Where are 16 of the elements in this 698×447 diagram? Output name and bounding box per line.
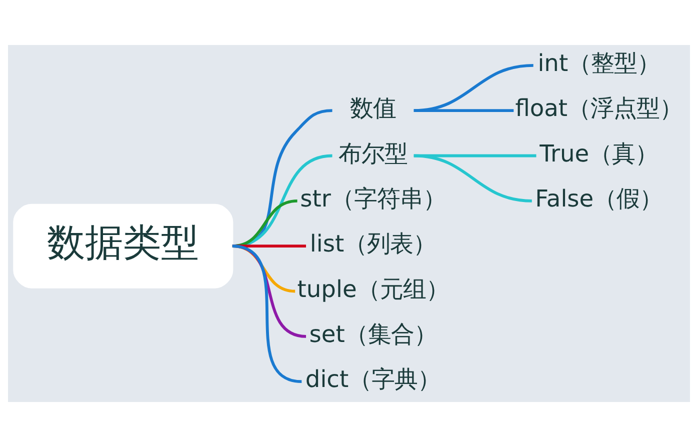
node-text: 数值 xyxy=(350,95,396,122)
connector xyxy=(414,64,534,112)
node-box: 数据类型 xyxy=(13,204,234,288)
node-text: int（整型） xyxy=(538,50,660,77)
node-text: dict（字典） xyxy=(305,366,441,394)
connector xyxy=(232,244,302,384)
node-text: list（列表） xyxy=(310,230,436,258)
node-text: False（假） xyxy=(535,185,663,212)
node-text: set（集合） xyxy=(309,320,437,348)
node-text: True（真） xyxy=(540,140,658,168)
connector xyxy=(414,109,514,112)
node-text: tuple（元组） xyxy=(297,276,449,303)
node-text: str（字符串） xyxy=(300,185,446,212)
node-text: float（浮点型） xyxy=(515,95,683,122)
connector xyxy=(414,154,532,202)
node-text: 布尔型 xyxy=(338,140,408,168)
